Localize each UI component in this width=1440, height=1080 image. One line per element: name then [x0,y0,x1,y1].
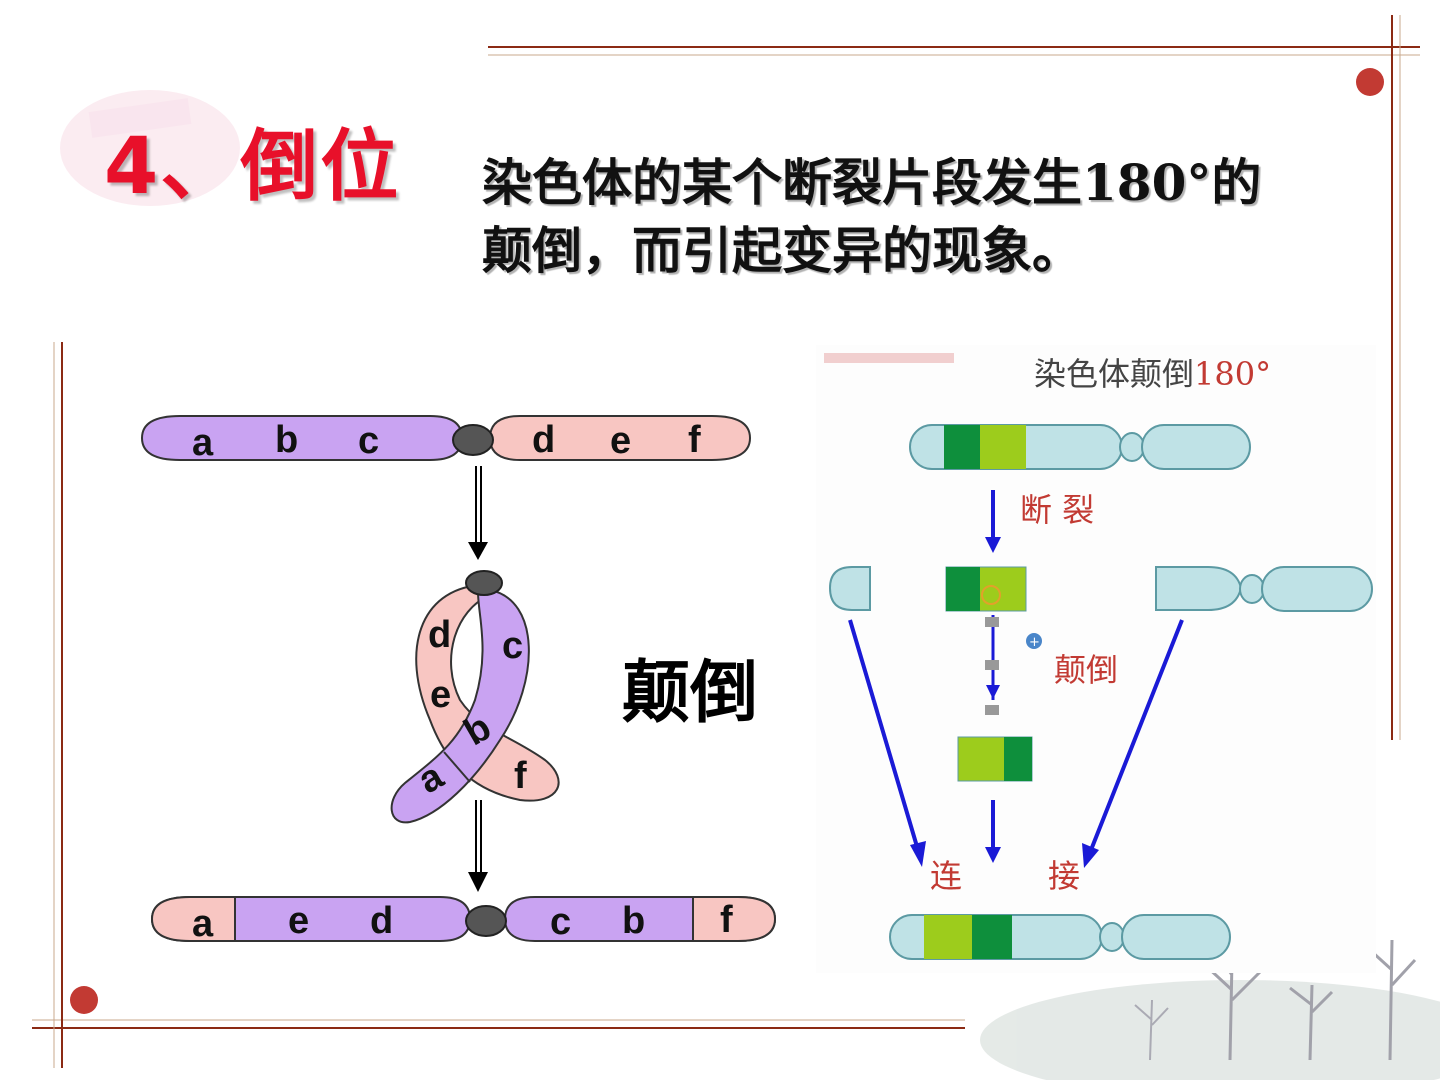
gene-f-bottom: f [720,899,733,941]
gene-d-bottom: d [370,900,393,942]
right-title-text: 染色体颠倒 [1034,355,1194,393]
gene-c-top: c [358,420,379,462]
gene-c-bottom: c [550,901,571,943]
gene-a-bottom: a [192,903,214,945]
gene-e-loop: e [430,674,451,716]
step-join-right-label: 接 [1048,860,1080,892]
inversion-label: 颠倒 [622,660,758,728]
gene-b-bottom: b [622,900,645,942]
step-invert-label: 颠倒 [1054,654,1118,686]
inversion-diagram-left: a b c d e f d c e b a f a e d c b f [0,0,800,1080]
step-break-label: 断 裂 [1020,494,1094,526]
top-centromere [453,425,493,455]
gene-f-top: f [688,419,701,461]
loop-centromere [466,571,502,595]
gene-f-loop: f [514,755,527,797]
svg-text:+: + [1029,635,1040,650]
decor-dot-top [1356,68,1384,96]
bottom-centromere [466,906,506,936]
right-diagram-title: 染色体颠倒180° [1034,358,1271,390]
gene-c-loop: c [502,625,523,667]
gene-d-loop: d [428,614,451,656]
gene-b-top: b [275,419,298,461]
top-left-arm [142,416,462,460]
gene-d-top: d [532,419,555,461]
gene-a-top: a [192,422,214,464]
gene-e-top: e [610,420,631,462]
arrow-down-2 [468,872,488,892]
right-title-degrees: 180° [1194,355,1271,393]
arrow-down-1 [468,542,488,560]
gene-e-bottom: e [288,900,309,942]
step-join-left-label: 连 [930,860,962,892]
